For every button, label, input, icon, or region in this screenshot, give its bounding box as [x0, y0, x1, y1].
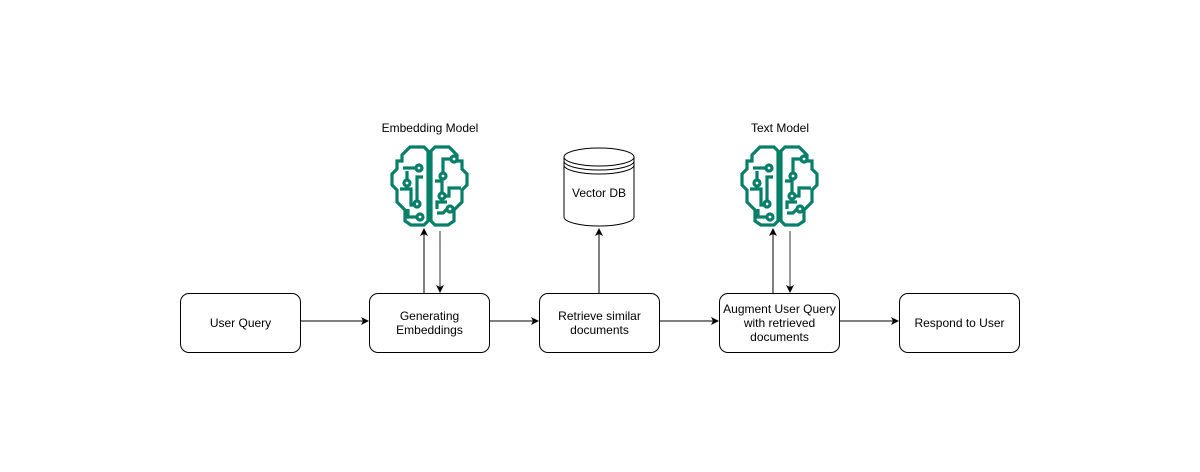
step-label: Respond to User	[914, 316, 1005, 330]
vector-db-label: Vector DB	[571, 186, 627, 200]
step-label: Generating Embeddings	[396, 309, 463, 337]
text-model-brain-icon	[740, 145, 819, 227]
step-generating-embeddings[interactable]: Generating Embeddings	[369, 293, 490, 353]
embedding-model-label: Embedding Model	[381, 121, 479, 135]
step-retrieve-documents[interactable]: Retrieve similar documents	[539, 293, 660, 353]
text-model-label: Text Model	[750, 121, 810, 135]
step-augment-query[interactable]: Augment User Query with retrieved docume…	[719, 293, 840, 353]
step-label: Retrieve similar documents	[558, 309, 641, 337]
step-respond-to-user[interactable]: Respond to User	[899, 293, 1020, 353]
step-label: Augment User Query with retrieved docume…	[723, 302, 836, 344]
step-user-query[interactable]: User Query	[180, 293, 301, 353]
embedding-model-brain-icon	[390, 145, 469, 227]
database-cylinder-icon	[563, 147, 635, 227]
step-label: User Query	[209, 316, 272, 330]
